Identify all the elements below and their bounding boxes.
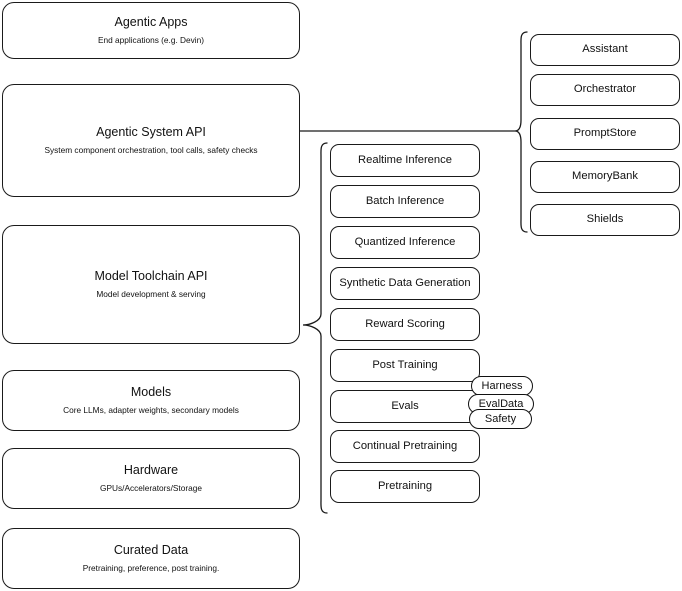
component-label: Continual Pretraining <box>352 439 458 452</box>
layer-title: Models <box>130 385 172 400</box>
component-label: Shields <box>586 213 624 226</box>
component-label: Post Training <box>372 358 438 371</box>
brace-toolchain-components <box>302 142 328 514</box>
layer-model-toolchain-api[interactable]: Model Toolchain API Model development & … <box>2 225 300 344</box>
layer-agentic-apps[interactable]: Agentic Apps End applications (e.g. Devi… <box>2 2 300 59</box>
component-post-training[interactable]: Post Training <box>330 349 480 382</box>
layer-subtitle: End applications (e.g. Devin) <box>97 34 205 45</box>
component-label: MemoryBank <box>572 170 638 183</box>
evals-subcomponent-harness[interactable]: Harness <box>471 376 533 396</box>
layer-subtitle: Pretraining, preference, post training. <box>82 562 220 573</box>
evals-subcomponent-label: Harness <box>481 379 523 392</box>
component-label: Realtime Inference <box>358 153 452 166</box>
component-batch-inference[interactable]: Batch Inference <box>330 185 480 218</box>
brace-system-components <box>514 31 528 233</box>
component-orchestrator[interactable]: Orchestrator <box>530 74 680 106</box>
layer-subtitle: GPUs/Accelerators/Storage <box>100 482 202 493</box>
component-label: Evals <box>391 399 419 412</box>
layer-subtitle: System component orchestration, tool cal… <box>44 144 258 155</box>
component-shields[interactable]: Shields <box>530 204 680 236</box>
layer-title: Agentic System API <box>96 125 206 140</box>
component-label: Assistant <box>582 43 628 56</box>
component-label: Reward Scoring <box>365 317 445 330</box>
component-label: Pretraining <box>377 479 433 492</box>
evals-subcomponent-safety[interactable]: Safety <box>469 409 532 429</box>
layer-subtitle: Core LLMs, adapter weights, secondary mo… <box>63 404 239 415</box>
component-quantized-inference[interactable]: Quantized Inference <box>330 226 480 259</box>
component-label: Synthetic Data Generation <box>339 276 471 289</box>
component-pretraining[interactable]: Pretraining <box>330 470 480 503</box>
layer-title: Curated Data <box>113 543 189 558</box>
layer-title: Model Toolchain API <box>94 269 208 284</box>
evals-subcomponent-label: Safety <box>484 412 517 425</box>
layer-agentic-system-api[interactable]: Agentic System API System component orch… <box>2 84 300 197</box>
evals-subcomponent-label: EvalData <box>478 397 524 410</box>
layer-curated-data[interactable]: Curated Data Pretraining, preference, po… <box>2 528 300 589</box>
component-label: Orchestrator <box>573 83 637 96</box>
layer-title: Hardware <box>123 463 179 478</box>
component-synthetic-data-generation[interactable]: Synthetic Data Generation <box>330 267 480 300</box>
layer-subtitle: Model development & serving <box>96 288 206 299</box>
component-evals[interactable]: Evals <box>330 390 480 423</box>
component-memorybank[interactable]: MemoryBank <box>530 161 680 193</box>
component-realtime-inference[interactable]: Realtime Inference <box>330 144 480 177</box>
component-reward-scoring[interactable]: Reward Scoring <box>330 308 480 341</box>
component-assistant[interactable]: Assistant <box>530 34 680 66</box>
layer-title: Agentic Apps <box>114 15 188 30</box>
layer-hardware[interactable]: Hardware GPUs/Accelerators/Storage <box>2 448 300 509</box>
component-label: Batch Inference <box>365 194 445 207</box>
layer-models[interactable]: Models Core LLMs, adapter weights, secon… <box>2 370 300 431</box>
component-promptstore[interactable]: PromptStore <box>530 118 680 150</box>
component-label: PromptStore <box>573 127 637 140</box>
component-continual-pretraining[interactable]: Continual Pretraining <box>330 430 480 463</box>
component-label: Quantized Inference <box>354 235 456 248</box>
